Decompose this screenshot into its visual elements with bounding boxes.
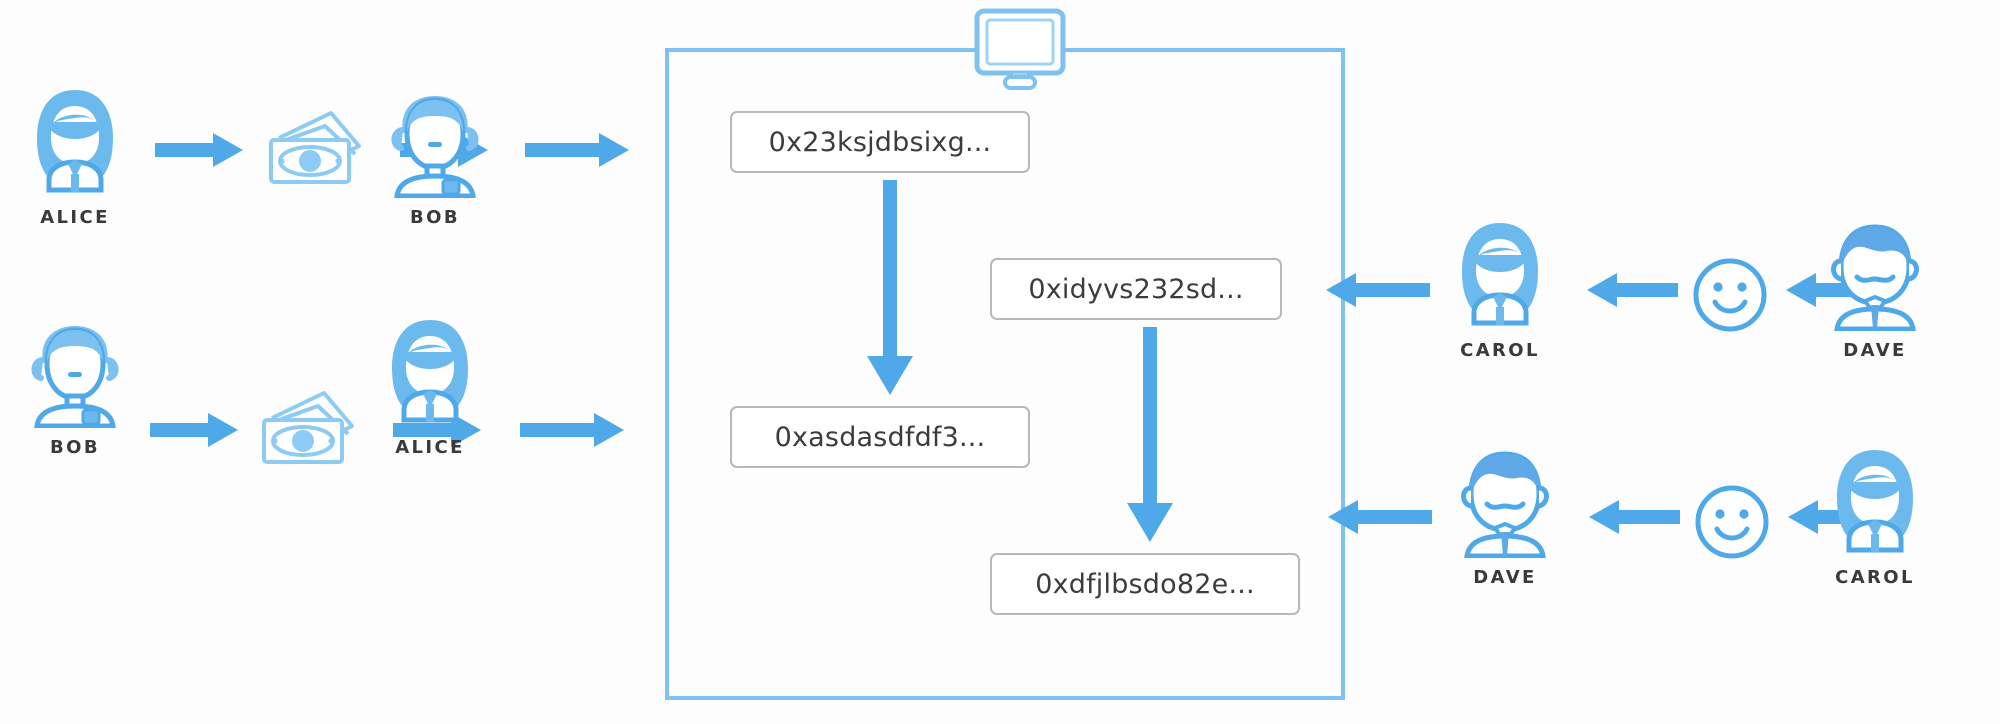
monitor-icon (965, 5, 1075, 100)
actor-carol-top[interactable]: CAROL (1425, 213, 1575, 361)
actor-alice-bottom[interactable]: ALICE (355, 310, 505, 458)
actor-dave-bottom[interactable]: DAVE (1430, 440, 1580, 588)
actor-bob-bottom[interactable]: BOB (0, 310, 150, 458)
money-banknotes-icon (258, 390, 358, 473)
actor-label: BOB (50, 437, 100, 458)
actor-alice-top[interactable]: ALICE (0, 80, 150, 228)
actor-label: CAROL (1835, 567, 1915, 588)
actor-label: ALICE (395, 437, 465, 458)
actor-label: ALICE (40, 207, 110, 228)
smiley-face-icon (1690, 255, 1770, 340)
arrow-smiley-to-dave-bottom (1585, 497, 1680, 542)
actor-carol-bottom[interactable]: CAROL (1800, 440, 1950, 588)
ledger-entry-3[interactable]: 0xasdasdfdf3... (730, 406, 1030, 468)
arrow-smiley-to-carol-top (1583, 270, 1678, 315)
male-avatar-icon (1430, 440, 1580, 558)
actor-label: CAROL (1460, 340, 1540, 361)
ledger-entry-4[interactable]: 0xdfjlbsdo82e... (990, 553, 1300, 615)
ledger-entry-1[interactable]: 0x23ksjdbsixg... (730, 111, 1030, 173)
elder-male-avatar-icon (0, 310, 150, 428)
arrow-hash2-to-hash4 (1120, 327, 1180, 554)
female-avatar-icon (355, 310, 505, 428)
arrow-alice-to-ledger-bottom (520, 410, 630, 455)
actor-dave-top[interactable]: DAVE (1800, 213, 1950, 361)
arrow-dave-to-ledger-bottom (1322, 497, 1432, 542)
arrow-hash1-to-hash3 (860, 180, 920, 407)
actor-label: DAVE (1473, 567, 1537, 588)
male-avatar-icon (1800, 213, 1950, 331)
smiley-face-icon (1692, 482, 1772, 567)
arrow-bob-to-money-bottom (150, 410, 240, 455)
female-avatar-icon (1800, 440, 1950, 558)
money-banknotes-icon (265, 110, 365, 193)
actor-label: DAVE (1843, 340, 1907, 361)
actor-label: BOB (410, 207, 460, 228)
arrow-alice-to-money-top (155, 130, 245, 175)
elder-male-avatar-icon (360, 80, 510, 198)
ledger-entry-2[interactable]: 0xidyvs232sd... (990, 258, 1282, 320)
female-avatar-icon (0, 80, 150, 198)
actor-bob-top[interactable]: BOB (360, 80, 510, 228)
female-avatar-icon (1425, 213, 1575, 331)
arrow-carol-to-ledger-top (1320, 270, 1430, 315)
arrow-bob-to-ledger-top (525, 130, 635, 175)
